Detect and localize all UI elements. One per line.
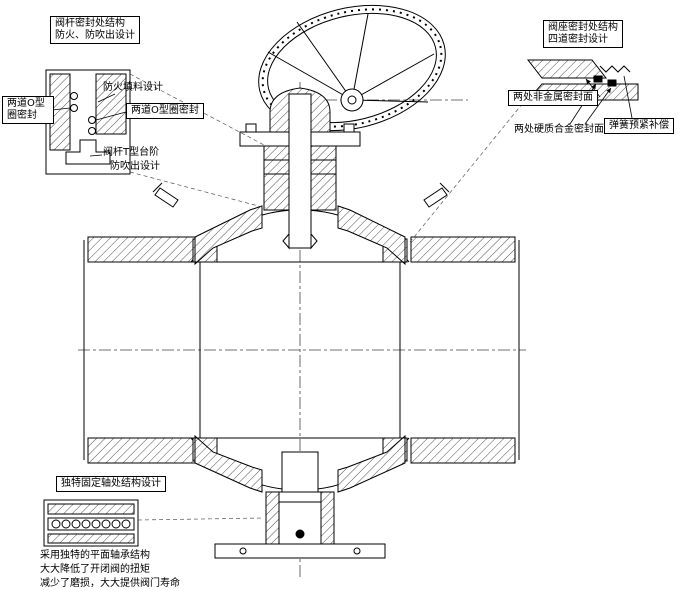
stem-inset-links (129, 73, 267, 209)
hard-alloy-seal-label: 两处硬质合金密封面 (514, 124, 604, 135)
torque-label: 大大降低了开闭阀的扭矩 (40, 564, 150, 575)
stem-seal-title-line2: 防火、防吹出设计 (55, 30, 135, 41)
bearing-structure-label: 采用独特的平面轴承结构 (40, 550, 150, 561)
trunnion-title-box: 独特固定轴处结构设计 (56, 476, 166, 492)
right-pipe (410, 236, 520, 464)
stem-assembly (239, 87, 361, 250)
handwheel-drawing (258, 4, 446, 132)
stem-seal-title-box: 阀杆密封处结构 防火、防吹出设计 (50, 16, 140, 44)
bearing-inset (43, 499, 139, 547)
oring-right-label: 两道O型圈密封 (126, 103, 204, 119)
seat-seal-title-box: 阀座密封处结构 四道密封设计 (543, 20, 623, 48)
valve-life-label: 减少了磨损，大大提供阀门寿命 (40, 578, 180, 589)
t-step-label-line1: 阀杆T型台阶 (103, 147, 160, 158)
stem-seal-leaders (51, 93, 127, 157)
seat-seal-title-line2: 四道密封设计 (548, 34, 608, 45)
vent-fitting-left (152, 182, 179, 208)
t-step-label-line2: 防吹出设计 (110, 161, 160, 172)
bearing-inset-links (137, 517, 265, 521)
spring-compensation-label: 弹簧预紧补偿 (604, 118, 674, 134)
centerlines (78, 82, 526, 578)
seat-inset-links (409, 97, 528, 243)
stem-seal-title-line1: 阀杆密封处结构 (55, 18, 125, 29)
nonmetal-seal-label: 两处非金属密封面 (508, 90, 598, 106)
oring-left-label: 两道O型圈密封 (2, 96, 54, 124)
vent-fitting-right (423, 182, 450, 208)
body-shell (194, 205, 406, 493)
bore-lines (195, 261, 405, 439)
fire-packing-label: 防火填料设计 (103, 82, 163, 93)
stem-seal-inset (45, 69, 131, 175)
left-pipe (83, 236, 196, 464)
bottom-trunnion (214, 451, 386, 559)
seat-seal-title-line1: 阀座密封处结构 (548, 22, 618, 33)
